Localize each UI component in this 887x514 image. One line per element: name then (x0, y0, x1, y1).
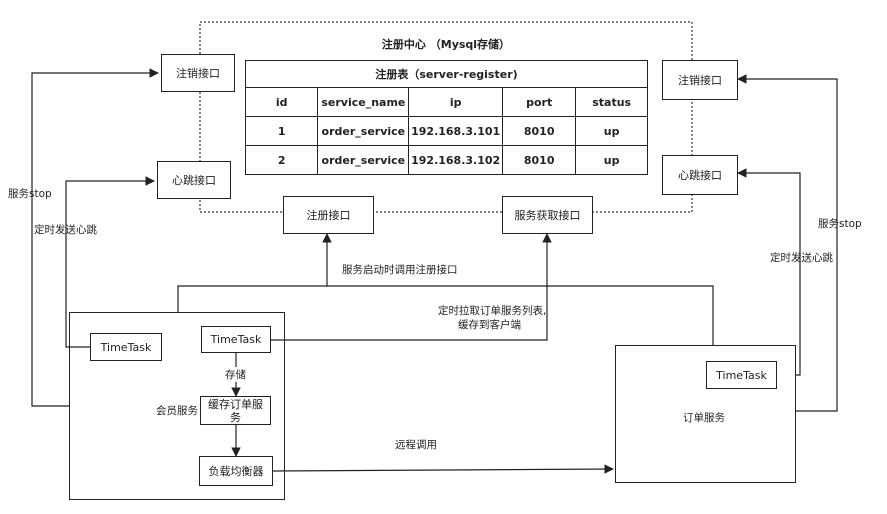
order-service-cache-box: 缓存订单服务 (200, 396, 271, 425)
left-stop-edge (31, 68, 159, 407)
table-row: 2 order_service 192.168.3.102 8010 up (244, 145, 648, 175)
register-on-start-label: 服务启动时调用注册接口 (342, 264, 458, 276)
member-service-box (69, 312, 285, 500)
store-label: 存储 (225, 367, 246, 382)
fetch-label-line2: 缓存到客户端 (458, 319, 521, 331)
register-edge-tail (327, 285, 714, 345)
col-header-port: port (502, 87, 577, 117)
member-service-label: 会员服务 (156, 405, 198, 417)
right-stop-edge (737, 74, 838, 412)
remote-call-label: 远程调用 (395, 439, 437, 451)
table-cell: 8010 (502, 145, 577, 175)
left-heartbeat-api-box: 心跳接口 (157, 161, 231, 199)
right-stop-label: 服务stop (818, 218, 862, 230)
table-cell: up (575, 116, 648, 146)
col-header-id: id (244, 87, 319, 117)
table-cell: 2 (244, 145, 319, 175)
table-cell: up (575, 145, 648, 175)
table-cell: order_service (317, 145, 410, 175)
col-header-status: status (575, 87, 648, 117)
registry-table: 注册表（server-register) id service_name ip … (244, 60, 648, 175)
left-stop-label: 服务stop (8, 188, 52, 200)
table-cell: order_service (317, 116, 410, 146)
member-timetask-fetch: TimeTask (201, 326, 271, 353)
right-deregister-api-box: 注销接口 (662, 60, 738, 100)
left-deregister-api-box: 注销接口 (161, 54, 235, 92)
register-api-box: 注册接口 (283, 196, 374, 234)
left-heartbeat-edge (65, 176, 155, 348)
register-edge (177, 233, 332, 313)
right-heartbeat-label: 定时发送心跳 (770, 252, 833, 264)
table-cell: 192.168.3.101 (408, 116, 504, 146)
registry-table-title: 注册表（server-register) (245, 60, 648, 88)
member-timetask-heartbeat: TimeTask (90, 333, 162, 361)
registry-title: 注册中心 （Mysql存储） (381, 38, 511, 51)
load-balancer-box: 负载均衡器 (199, 456, 273, 486)
table-cell: 8010 (502, 116, 577, 146)
col-header-ip: ip (408, 87, 504, 117)
col-header-service-name: service_name (317, 87, 410, 117)
fetch-label-line1: 定时拉取订单服务列表, (438, 305, 547, 317)
table-row: 1 order_service 192.168.3.101 8010 up (244, 116, 648, 146)
table-cell: 192.168.3.102 (408, 145, 504, 175)
order-service-label: 订单服务 (683, 412, 725, 424)
table-cell: 1 (244, 116, 319, 146)
order-timetask: TimeTask (706, 361, 777, 389)
right-heartbeat-api-box: 心跳接口 (662, 155, 738, 195)
discovery-api-box: 服务获取接口 (502, 196, 593, 234)
remote-call-edge (272, 464, 614, 474)
left-heartbeat-label: 定时发送心跳 (34, 224, 97, 236)
fetch-edge (271, 233, 552, 341)
registry-frame (199, 21, 693, 213)
